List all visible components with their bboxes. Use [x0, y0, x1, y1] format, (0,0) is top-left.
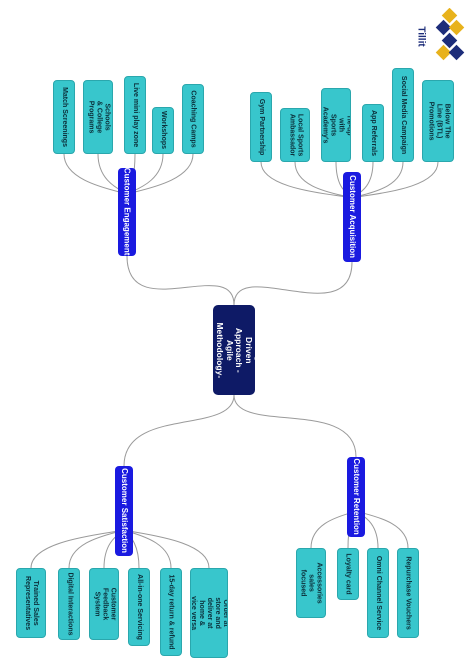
branch-label: Customer Acquisition	[347, 175, 357, 259]
leaf-loyalty-card[interactable]: Loyalty card	[337, 548, 359, 600]
branch-customer-satisfaction[interactable]: Customer Satisfaction	[115, 466, 133, 556]
leaf-coaching-camps[interactable]: Coaching Camps	[182, 84, 204, 154]
leaf-trained-sales-representatives[interactable]: Trained Sales Representatives	[16, 568, 46, 638]
leaf-live-mini-play-zone[interactable]: Live mini play zone	[124, 76, 146, 154]
branch-label: Customer Satisfaction	[119, 468, 129, 554]
leaf-gym-partnership[interactable]: Gym Partnership	[250, 92, 272, 162]
root-node[interactable]: Change Driven Approach - Agile Methodolo…	[213, 305, 255, 395]
brand-name: Tillit	[415, 25, 427, 47]
leaf-digital-interactions[interactable]: Digital Interactions	[58, 568, 80, 640]
branch-label: Customer Retention	[351, 458, 361, 536]
leaf-schools-college-programs[interactable]: Schools & College Programs	[83, 80, 113, 154]
branch-customer-acquisition[interactable]: Customer Acquisition	[343, 172, 361, 262]
root-to-branch-line	[123, 394, 235, 467]
leaf-customer-feedback-system[interactable]: Customer Feedback System	[89, 568, 119, 640]
branch-customer-engagement[interactable]: Customer Engagement	[118, 168, 136, 256]
leaf-all-in-one-servicing[interactable]: All-in-one Servicing	[128, 568, 150, 646]
leaf-repurchase-vouchers[interactable]: Repurchase Vouchers	[397, 548, 419, 638]
branch-to-leaf-line	[126, 153, 194, 195]
leaf-accessories-sales-focused[interactable]: Accessories sales focused	[296, 548, 326, 618]
leaf-omni-channel-service[interactable]: Omni Channel Service	[367, 548, 389, 638]
leaf-social-media-campaign[interactable]: Social Media Campaign	[392, 68, 414, 162]
root-to-branch-line	[126, 255, 235, 306]
root-label: Change Driven Approach - Agile Methodolo…	[213, 322, 255, 378]
leaf-15-day-return-refund[interactable]: 15-day return & refund	[160, 568, 182, 656]
leaf-order-store-deliver-home[interactable]: Order at store and deliver at home & vic…	[190, 568, 228, 658]
leaf-local-sports-ambassador[interactable]: Local Sports Ambassador	[280, 108, 310, 162]
tillit-diamond-logo-icon	[435, 8, 465, 61]
leaf-workshops[interactable]: Workshops	[152, 107, 174, 154]
branch-label: Customer Engagement	[122, 168, 132, 256]
leaf-sports-academy-tieup[interactable]: Tie-up with Sports Academy's	[321, 88, 351, 162]
leaf-match-screenings[interactable]: Match Screenings	[53, 80, 75, 154]
branch-customer-retention[interactable]: Customer Retention	[347, 457, 365, 537]
root-to-branch-line	[233, 261, 353, 306]
leaf-app-referrals[interactable]: App Referrals	[362, 104, 384, 162]
leaf-btl-promotions[interactable]: Below The Line (BTL) Promotions	[422, 80, 454, 162]
root-to-branch-line	[233, 394, 357, 458]
